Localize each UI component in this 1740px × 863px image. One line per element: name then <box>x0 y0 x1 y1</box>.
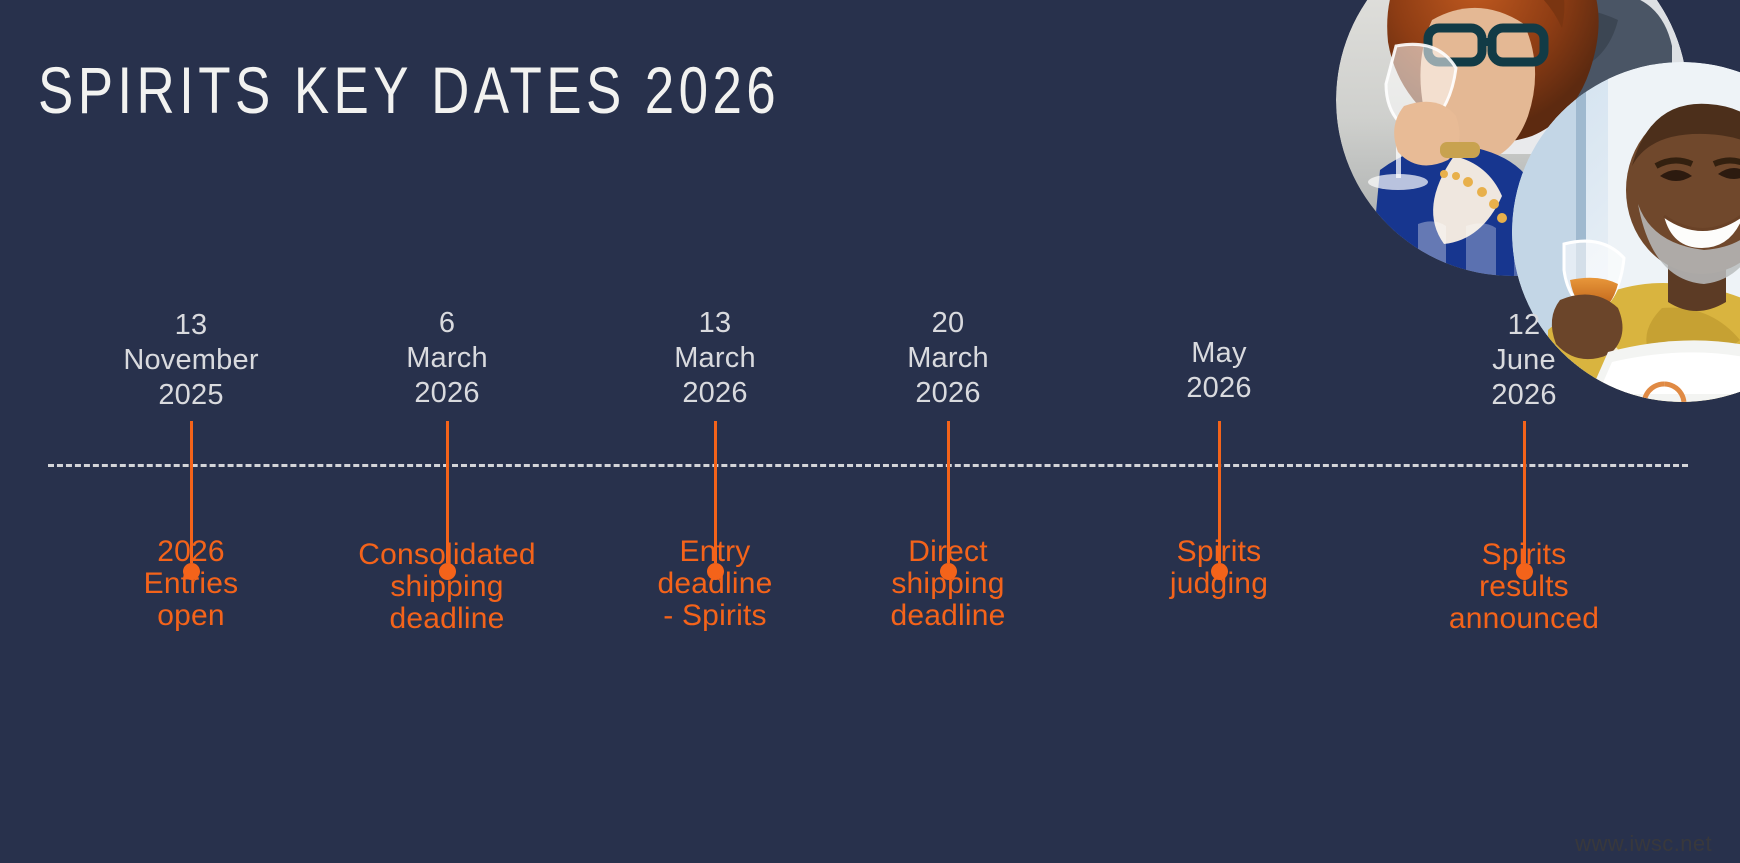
milestone-dot-spirits-judging[interactable] <box>1210 563 1228 580</box>
milestone-date-line: March <box>674 342 756 374</box>
milestone-date-line: 2026 <box>1491 379 1557 411</box>
milestone-label-line: announced <box>1448 602 1600 635</box>
milestone-date-line: 2026 <box>414 377 480 409</box>
milestone-label-line: 2026 <box>157 535 225 568</box>
milestone-date-line: November <box>123 344 259 376</box>
milestone-label-line: deadline <box>890 599 1006 632</box>
milestone-date-line: 12 <box>1507 309 1541 341</box>
milestone-date-line: 2026 <box>1186 372 1252 404</box>
milestone-date-line: March <box>907 342 989 374</box>
timeline-rule <box>48 464 1688 467</box>
milestone-label-line: deadline <box>389 602 505 635</box>
watermark: www.iwsc.net <box>1575 831 1712 856</box>
milestone-stem-spirits-results-announced <box>1522 421 1526 563</box>
milestone-date-line: 13 <box>174 309 208 341</box>
milestone-date-line: 13 <box>698 307 732 339</box>
milestone-label-line: Spirits <box>1176 535 1262 568</box>
milestone-label-line: open <box>157 599 225 632</box>
milestone-dot-spirits-results-announced[interactable] <box>1515 563 1533 580</box>
milestone-label-line: shipping <box>891 567 1005 600</box>
milestone-date-line: May <box>1191 337 1247 369</box>
milestone-label-line: - Spirits <box>663 599 767 632</box>
milestone-dot-direct-shipping-deadline[interactable] <box>939 563 957 580</box>
milestone-label-line: deadline <box>657 567 773 600</box>
milestone-label-line: Direct <box>908 535 988 568</box>
milestone-date-line: March <box>406 342 488 374</box>
milestone-dot-consolidated-shipping-deadline[interactable] <box>438 563 456 580</box>
milestone-stem-entry-deadline-spirits <box>713 421 717 563</box>
milestone-date-line: 6 <box>438 307 456 339</box>
milestone-date-line: 2025 <box>158 379 224 411</box>
milestone-label-line: Entry <box>679 535 751 568</box>
milestone-stem-spirits-judging <box>1217 421 1221 563</box>
milestone-date-line: June <box>1492 344 1556 376</box>
milestone-dot-entry-deadline-spirits[interactable] <box>706 563 724 580</box>
milestone-label-line: shipping <box>390 570 504 603</box>
milestone-date-line: 2026 <box>682 377 748 409</box>
milestone-stem-consolidated-shipping-deadline <box>445 421 449 563</box>
milestone-label-line: Consolidated <box>358 538 536 571</box>
milestone-label-line: Spirits <box>1481 538 1567 571</box>
milestone-dot-entries-open[interactable] <box>182 563 200 580</box>
milestone-stem-entries-open <box>189 421 193 563</box>
milestone-stem-direct-shipping-deadline <box>946 421 950 563</box>
milestone-label-line: results <box>1479 570 1569 603</box>
photo-judge-nosing-glass <box>1336 0 1688 276</box>
page-title: SPIRITS KEY DATES 2026 <box>38 54 781 128</box>
milestone-date-line: 2026 <box>915 377 981 409</box>
milestone-date-line: 20 <box>931 307 965 339</box>
milestone-label-line: Entries <box>143 567 239 600</box>
milestone-label-line: judging <box>1169 567 1269 600</box>
